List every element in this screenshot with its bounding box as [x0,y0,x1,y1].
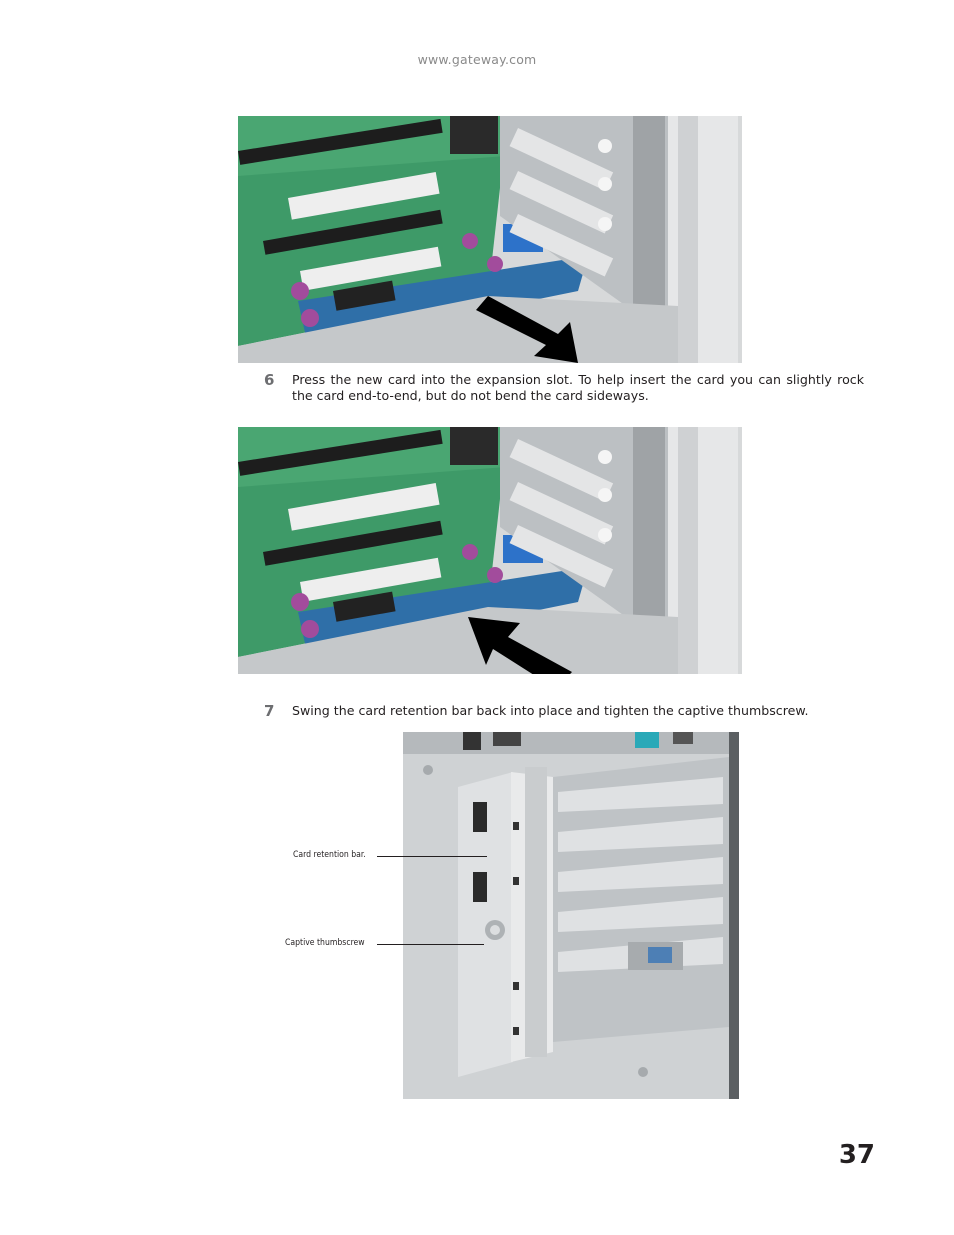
photo-retention-bar [403,732,739,1099]
page-number: 37 [838,1140,875,1170]
step-7: 7 Swing the card retention bar back into… [264,703,864,723]
callout-leader-line [377,856,487,857]
site-url: www.gateway.com [417,52,537,67]
step-6: 6 Press the new card into the expansion … [264,372,864,406]
callout-retention-bar: Card retention bar. [293,850,366,860]
photo-card-insertion [238,427,742,674]
step-text: Press the new card into the expansion sl… [292,372,864,403]
step-number: 7 [264,702,275,720]
photo-card-removal [238,116,742,363]
callout-leader-line [377,944,484,945]
step-number: 6 [264,371,275,389]
step-text: Swing the card retention bar back into p… [292,703,809,718]
callout-thumbscrew: Captive thumbscrew [285,938,365,948]
